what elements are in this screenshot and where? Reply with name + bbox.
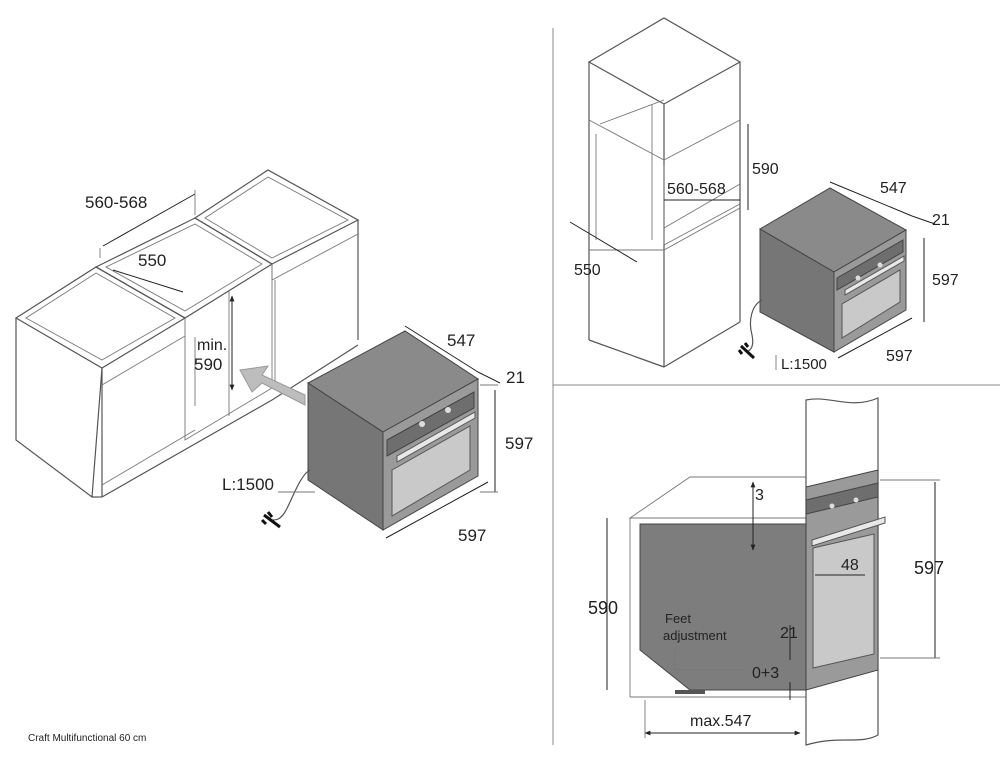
left-view-oven — [260, 330, 479, 531]
tr-oven-depth-label: 547 — [880, 180, 907, 197]
left-cable-length-label: L:1500 — [222, 475, 274, 494]
tr-oven-depth-dim-line — [829, 181, 913, 217]
niche-width-label: 560-568 — [667, 181, 726, 198]
niche-depth-dim-line — [569, 221, 638, 263]
br-niche-height-label: 590 — [588, 598, 618, 618]
left-oven-depth-label: 547 — [447, 331, 475, 350]
left-front-thickness-label: 21 — [506, 368, 525, 387]
left-oven-width-label: 597 — [458, 526, 486, 545]
tr-front-dim-line — [911, 215, 936, 225]
opening-height-label-line1: min. — [197, 337, 227, 354]
left-oven-width-dim-line — [385, 481, 489, 539]
tr-front-thickness-label: 21 — [932, 212, 950, 229]
max-depth-label: max.547 — [690, 713, 751, 730]
niche-depth-label: 550 — [574, 262, 601, 279]
cabinet-width-label: 560-568 — [85, 193, 147, 212]
tr-oven-width-label: 597 — [886, 348, 913, 365]
cabinet-depth-dim-line — [112, 269, 184, 293]
cabinet-depth-label: 550 — [138, 251, 166, 270]
left-front-dim-line — [477, 371, 501, 384]
left-view-kitchen-cabinets — [14, 169, 360, 499]
footer-caption: Craft Multifunctional 60 cm — [28, 733, 146, 744]
cabinet-width-dim-line — [102, 193, 196, 247]
tr-cable-length-label: L:1500 — [781, 356, 827, 373]
top-right-view-oven — [737, 187, 908, 360]
feet-range-label: 0+3 — [752, 665, 779, 682]
top-right-view-tall-cabinet — [587, 17, 742, 368]
tr-oven-height-label: 597 — [932, 272, 959, 289]
opening-height-label-line2: 590 — [194, 355, 222, 374]
br-oven-height-label: 597 — [914, 558, 944, 578]
top-gap-label: 3 — [755, 487, 764, 504]
niche-height-label: 590 — [752, 161, 779, 178]
feet-adjustment-label-line1: Feet — [665, 611, 691, 626]
handle-depth-label: 48 — [841, 557, 859, 574]
br-front-thickness-label: 21 — [780, 625, 798, 642]
tr-oven-width-dim-line — [837, 317, 913, 359]
left-oven-height-label: 597 — [505, 434, 533, 453]
left-oven-depth-dim-line — [404, 325, 479, 373]
bottom-right-view-section — [628, 397, 886, 746]
feet-adjustment-label-line2: adjustment — [663, 628, 727, 643]
